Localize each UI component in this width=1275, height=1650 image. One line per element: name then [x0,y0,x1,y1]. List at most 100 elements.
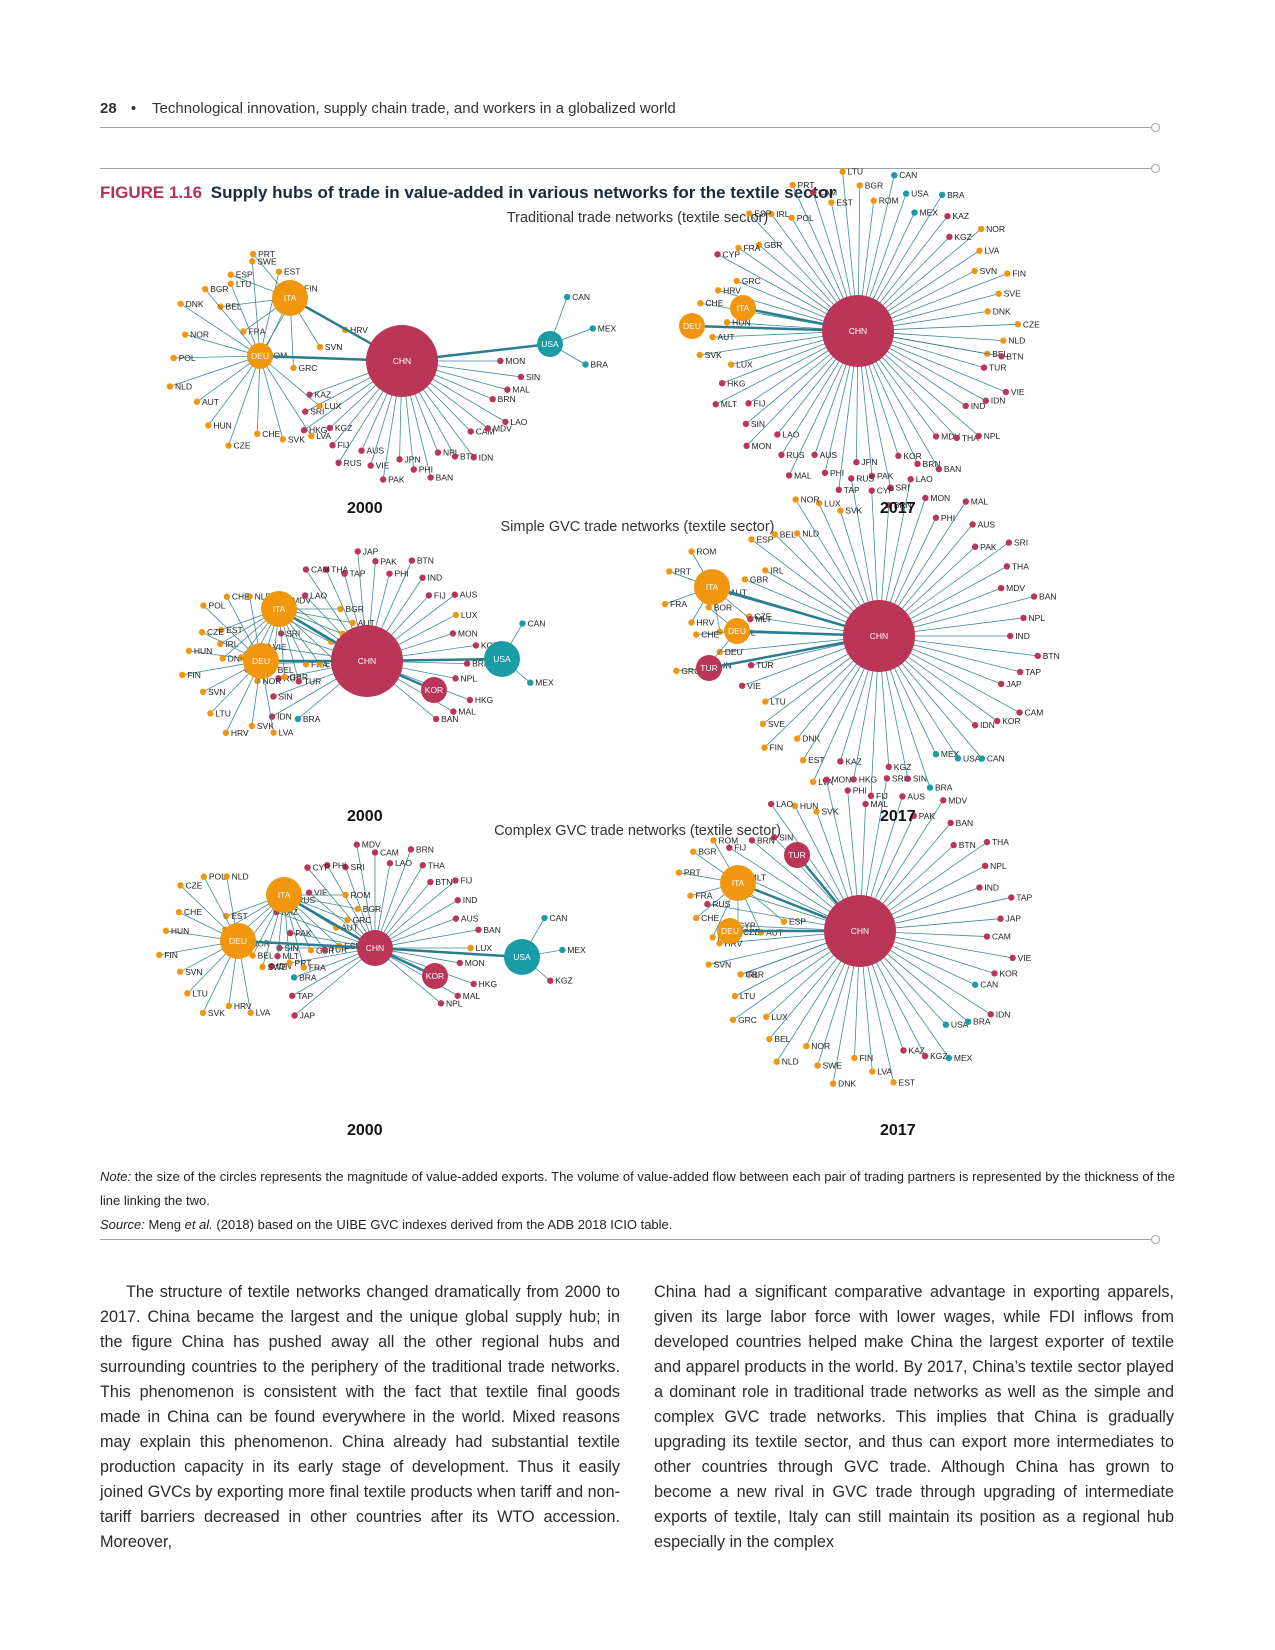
label-p2-n0-BRN: BRN [416,844,434,854]
label-p1-n0-LTU: LTU [215,708,230,718]
label-p1-n1-NLD: NLD [802,528,819,538]
node-p1-n1-HKG [850,776,857,783]
label-p2-n0-NLD: NLD [232,871,249,881]
node-p2-n0-MDV [353,841,360,848]
node-p1-n1-ROM [688,548,695,555]
source-text: (2018) based on the UIBE GVC indexes der… [216,1217,673,1232]
node-p2-n0-GBR [307,947,315,954]
label-p0-n1-ROM: ROM [879,196,899,206]
label-p0-n0-BAN: BAN [436,473,453,483]
node-p0-n0-MDV [484,425,492,432]
label-p2-n0-POL: POL [209,872,226,882]
node-p2-n1-SVN [705,961,712,968]
node-p1-n0-CZE [198,629,206,636]
node-p0-n1-GRC [733,277,740,285]
label-p0-n1-HKG: HKG [727,378,745,388]
edge-p0-n0-DEU-BGR [204,288,261,357]
label-p1-n1-BRN: BRN [894,500,912,510]
label-p2-n0-FIJ: FIJ [460,876,472,886]
node-p2-n0-MEX [559,946,566,954]
node-p0-n0-NOR [181,331,189,338]
node-p1-n1-PHI [932,514,940,521]
label-p1-n1-BRA: BRA [935,783,953,793]
node-p1-n1-LVA [809,778,817,786]
hub-label-p1-n0-USA: USA [493,654,511,664]
label-p2-n0-HUN: HUN [171,926,189,936]
node-p1-n1-TAP [1016,668,1024,676]
node-p0-n1-USA [902,190,910,197]
hub-label-p2-n1-ITA: ITA [732,878,745,888]
label-p2-n1-FIN: FIN [859,1053,873,1063]
label-p2-n1-HUN: HUN [800,801,818,811]
label-p2-n0-MAL: MAL [463,991,481,1001]
label-p0-n1-IDN: IDN [991,396,1006,406]
figure-label: FIGURE 1.16 [100,183,203,202]
node-p1-n1-BAN [1030,593,1038,600]
hub-label-p2-n0-CHN: CHN [366,943,384,953]
label-p2-n1-MON: MON [831,775,851,785]
label-p2-n1-DNK: DNK [838,1079,856,1089]
node-p1-n0-NOR [254,677,261,685]
node-p0-n0-ESP [227,271,234,278]
label-p1-n0-IND: IND [428,573,443,583]
node-p0-n0-FRA [240,328,247,335]
hub-label-p0-n1-ITA: ITA [737,303,750,313]
label-p0-n1-LUX: LUX [736,360,753,370]
label-p2-n0-MEX: MEX [567,945,586,955]
node-p2-n1-RUS [704,900,711,908]
label-p1-n0-BAN: BAN [441,714,458,724]
label-p2-n0-NPL: NPL [446,998,463,1008]
node-p2-n1-MAL [862,800,869,808]
node-p1-n0-PHI [386,570,393,577]
label-p0-n0-LTU: LTU [236,279,251,289]
node-p0-n0-PHI [410,466,417,473]
label-p2-n0-IDN: IDN [277,961,292,971]
hub-label-p1-n1-ITA: ITA [706,582,719,592]
label-p1-n1-KOR: KOR [1002,716,1020,726]
node-p1-n0-NLD [246,593,253,600]
label-p0-n0-HUN: HUN [213,420,231,430]
label-p0-n1-MEX: MEX [920,208,939,218]
node-p1-n0-TUR [295,678,303,685]
label-p1-n1-BTN: BTN [1043,651,1060,661]
label-p2-n0-BRA: BRA [299,972,317,982]
label-p2-n0-JAP: JAP [300,1010,316,1020]
label-p1-n1-IND: IND [1015,631,1030,641]
hub-label-p1-n0-DEU: DEU [252,656,270,666]
label-p2-n1-MEX: MEX [954,1053,973,1063]
node-p2-n1-FIN [851,1054,858,1062]
label-p2-n1-USA: USA [951,1020,969,1030]
node-p0-n0-MAL [504,386,511,393]
label-p0-n1-EST: EST [836,198,853,208]
node-p2-n0-SVK [199,1009,207,1017]
node-p0-n0-CZE [225,442,232,449]
node-p2-n1-HRV [716,940,723,947]
label-p0-n1-KOR: KOR [903,451,921,461]
node-p0-n1-NOR [977,225,985,233]
hub-p2-n0-CHN [357,930,393,966]
node-p0-n1-BGR [856,182,863,189]
label-p1-n1-IDN: IDN [980,720,995,730]
label-p1-n1-ROM: ROM [697,546,717,556]
hub-label-p2-n0-USA: USA [513,952,531,962]
node-p1-n0-SIN [270,693,277,700]
node-p2-n1-VIE [1009,954,1016,962]
year-label-simple-2017: 2017 [880,808,916,825]
label-p1-n0-CAM: CAM [311,564,330,574]
node-p0-n1-SIN [742,420,750,428]
body-column-left: The structure of textile networks change… [100,1283,620,1551]
label-p0-n1-LVA: LVA [984,246,999,256]
label-p1-n0-MDV: MDV [292,596,311,606]
label-p0-n0-POL: POL [179,353,196,363]
node-p0-n1-MDV [932,433,940,440]
node-p1-n1-HRV [688,619,695,626]
panel-title-complex-gvc: Complex GVC trade networks (textile sect… [494,823,781,839]
node-p1-n0-HUN [185,647,193,655]
node-p1-n0-MEX [527,679,534,686]
hub-label-p0-n1-DEU: DEU [683,321,701,331]
node-p2-n1-CAM [983,933,991,940]
node-p0-n0-MEX [589,325,596,332]
node-p1-n0-FRA [302,661,310,668]
label-p1-n0-FIN: FIN [187,670,201,680]
hub-p2-n1-ITA [720,865,756,901]
